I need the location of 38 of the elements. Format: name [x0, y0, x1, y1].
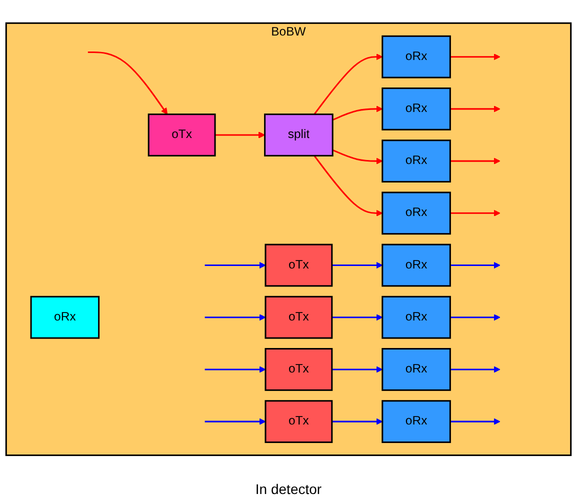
node-box: oRx: [382, 348, 451, 392]
arrow: [332, 418, 383, 426]
node-box: oTx: [264, 296, 333, 340]
arrow: [332, 262, 383, 269]
arrow: [314, 156, 383, 217]
node-box: oRx: [382, 400, 451, 444]
arrow: [450, 158, 500, 165]
node-box: oRx: [382, 296, 451, 340]
node-box: oRx: [30, 296, 100, 340]
arrow: [88, 52, 168, 115]
node-box: oTx: [148, 114, 216, 157]
arrow: [450, 418, 500, 426]
node-box: oTx: [264, 400, 333, 444]
arrow: [450, 366, 500, 374]
arrow: [450, 314, 500, 322]
node-box: oRx: [382, 244, 451, 287]
arrow: [450, 54, 500, 60]
arrow: [215, 132, 266, 139]
node-box: oRx: [382, 140, 451, 183]
arrow: [204, 418, 266, 426]
node-box: oRx: [382, 192, 451, 235]
arrow: [450, 210, 500, 217]
node-box: oRx: [382, 88, 451, 131]
arrow: [332, 150, 383, 165]
arrow: [204, 262, 266, 269]
arrow: [314, 54, 383, 116]
node-box: oTx: [264, 348, 333, 392]
arrow: [204, 366, 266, 374]
arrow: [450, 106, 500, 113]
node-box: split: [264, 114, 334, 157]
arrow: [332, 106, 383, 121]
node-box: oTx: [264, 244, 333, 287]
note-label: In detector: [255, 481, 322, 497]
arrow: [332, 314, 383, 322]
arrow: [450, 262, 500, 269]
arrow: [332, 366, 383, 374]
node-box: oRx: [382, 36, 451, 79]
arrow: [204, 314, 266, 322]
